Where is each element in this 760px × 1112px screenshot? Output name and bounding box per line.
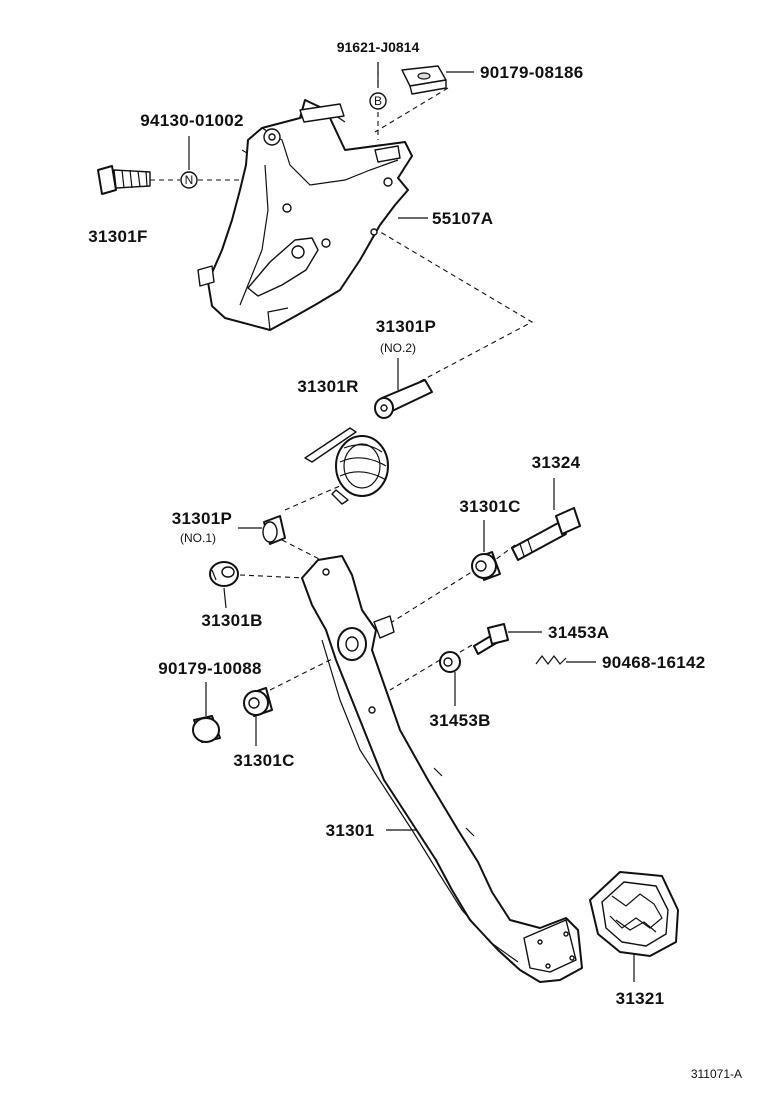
lower-nut-part [192, 682, 221, 743]
label-stopper-bolt: 31324 [532, 453, 581, 472]
switch-bolt-part [473, 623, 542, 655]
retainer-clip-part [401, 65, 447, 95]
part-labels: 91621-J0814 90179-08186 94130-01002 3130… [88, 39, 742, 1081]
return-spring-part [304, 427, 389, 505]
marker-n-label: N [185, 173, 194, 187]
label-switch-bolt: 31453A [548, 623, 609, 642]
pedal-pad-part [589, 871, 679, 982]
label-pin-no2: 31301P [376, 317, 436, 336]
label-pedal: 31301 [326, 821, 375, 840]
stopper-bolt-part [511, 478, 581, 561]
bushing-b-part [209, 561, 239, 587]
figure-code: 311071-A [691, 1067, 742, 1081]
marker-b-label: B [374, 94, 382, 108]
label-bolt: 31301F [88, 227, 147, 246]
bolt-part [97, 165, 151, 195]
cushion-part [439, 651, 461, 706]
label-bushing-b: 31301B [201, 611, 262, 630]
label-nut: 94130-01002 [140, 111, 244, 130]
label-pin-no2-note: (NO.2) [380, 341, 416, 355]
label-pedal-pad: 31321 [616, 989, 665, 1008]
pin-no1-part [262, 515, 286, 545]
label-retainer: 90179-08186 [480, 63, 584, 82]
wire-clip-part [535, 655, 596, 665]
label-leaders [188, 62, 485, 609]
clip-nut-marker: B [369, 92, 387, 110]
label-bushing-left: 31301C [233, 751, 294, 770]
pedal-bracket-part [197, 99, 413, 331]
nut-marker: N [180, 171, 198, 189]
clutch-pedal-arm-part [301, 555, 583, 983]
bushing-c-left-part [243, 687, 273, 746]
bushing-c-right-part [471, 551, 501, 581]
label-nut-lower: 90179-10088 [158, 659, 262, 678]
label-clip-nut: 91621-J0814 [337, 39, 420, 55]
label-cushion: 31453B [429, 711, 490, 730]
label-spring: 31301R [297, 377, 358, 396]
pin-no2-part [374, 379, 433, 419]
label-pin-no1: 31301P [172, 509, 232, 528]
label-clip-wire: 90468-16142 [602, 653, 706, 672]
label-bushing-right: 31301C [459, 497, 520, 516]
label-bracket: 55107A [432, 209, 493, 228]
label-pin-no1-note: (NO.1) [180, 531, 216, 545]
